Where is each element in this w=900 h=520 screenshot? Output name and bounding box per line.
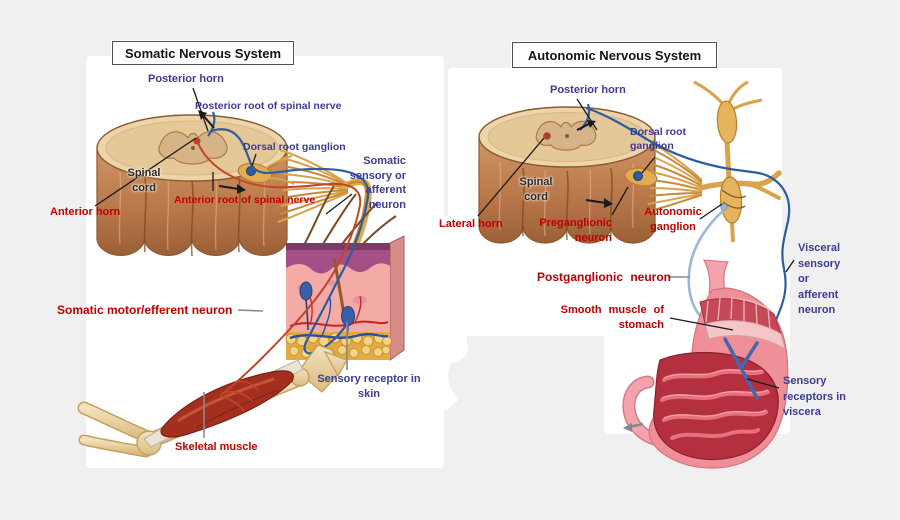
label-smooth-muscle-stomach: Smooth muscle of stomach: [560, 304, 664, 331]
skin-illustration: [285, 235, 405, 361]
autonomic-ganglion-swelling: [719, 176, 743, 224]
sympathetic-chain: [693, 80, 763, 243]
peristalsis-arrow: [623, 422, 644, 432]
label-posterior-horn-autonomic: Posterior horn: [550, 84, 626, 96]
visceral-sensory-cell-body: [633, 171, 643, 181]
somatic-artwork: [77, 87, 405, 458]
leader-lines-somatic: [94, 87, 353, 438]
somatic-title: Somatic Nervous System: [112, 41, 294, 65]
label-visceral-sensory-neuron: Visceral sensory or afferent neuron: [798, 242, 841, 317]
lateral-horn-cell: [543, 132, 551, 140]
label-skeletal-muscle: Skeletal muscle: [175, 441, 258, 453]
label-dorsal-root-ganglion-somatic: Dorsal root ganglion: [243, 141, 346, 153]
label-postganglionic-neuron: Postganglionic neuron: [537, 270, 672, 284]
label-lateral-horn: Lateral horn: [439, 218, 503, 230]
dorsal-root-ganglion-somatic: [237, 155, 295, 185]
autonomic-artwork: [477, 80, 795, 469]
label-posterior-root: Posterior root of spinal nerve: [195, 100, 342, 112]
leader-lines-autonomic: [477, 98, 795, 389]
label-posterior-horn-somatic: Posterior horn: [148, 73, 224, 85]
label-dorsal-root-ganglion-autonomic: Dorsal root ganglion: [630, 126, 687, 153]
spinal-cord-illustration-somatic: [96, 114, 288, 257]
spinal-cord-illustration-autonomic: [478, 106, 656, 244]
label-anterior-root: Anterior root of spinal nerve: [174, 194, 316, 206]
label-spinal-cord-autonomic: Spinal cord: [519, 176, 553, 203]
label-anterior-horn: Anterior horn: [50, 206, 121, 218]
label-spinal-cord-somatic: Spinal cord: [127, 167, 161, 194]
label-somatic-sensory-neuron: Somatic sensory or afferent neuron: [349, 155, 406, 212]
label-sensory-receptors-viscera: Sensory receptors in viscera: [783, 375, 846, 419]
nerve-roots-autonomic: [645, 139, 703, 213]
somatic-sensory-fiber: [210, 128, 370, 355]
label-autonomic-ganglion: Autonomic ganglion: [644, 206, 702, 233]
somatic-motor-fiber: [196, 140, 362, 412]
skeletal-muscle-illustration: [143, 359, 304, 448]
face-profile-silhouette: [429, 212, 474, 413]
label-somatic-motor-neuron: Somatic motor/efferent neuron: [57, 303, 233, 317]
label-preganglionic-neuron: Preganglionic neuron: [539, 217, 612, 244]
label-sensory-receptor-skin: Sensory receptor in skin: [317, 373, 421, 400]
visceral-receptor-fork: [723, 337, 759, 400]
autonomic-title: Autonomic Nervous System: [512, 42, 717, 68]
impulse-direction-arrows-autonomic: [576, 120, 613, 208]
sensory-receptor-bulbs: [299, 281, 355, 339]
smooth-muscle-band: [699, 296, 786, 351]
dorsal-root-ganglion-autonomic: [624, 167, 658, 187]
